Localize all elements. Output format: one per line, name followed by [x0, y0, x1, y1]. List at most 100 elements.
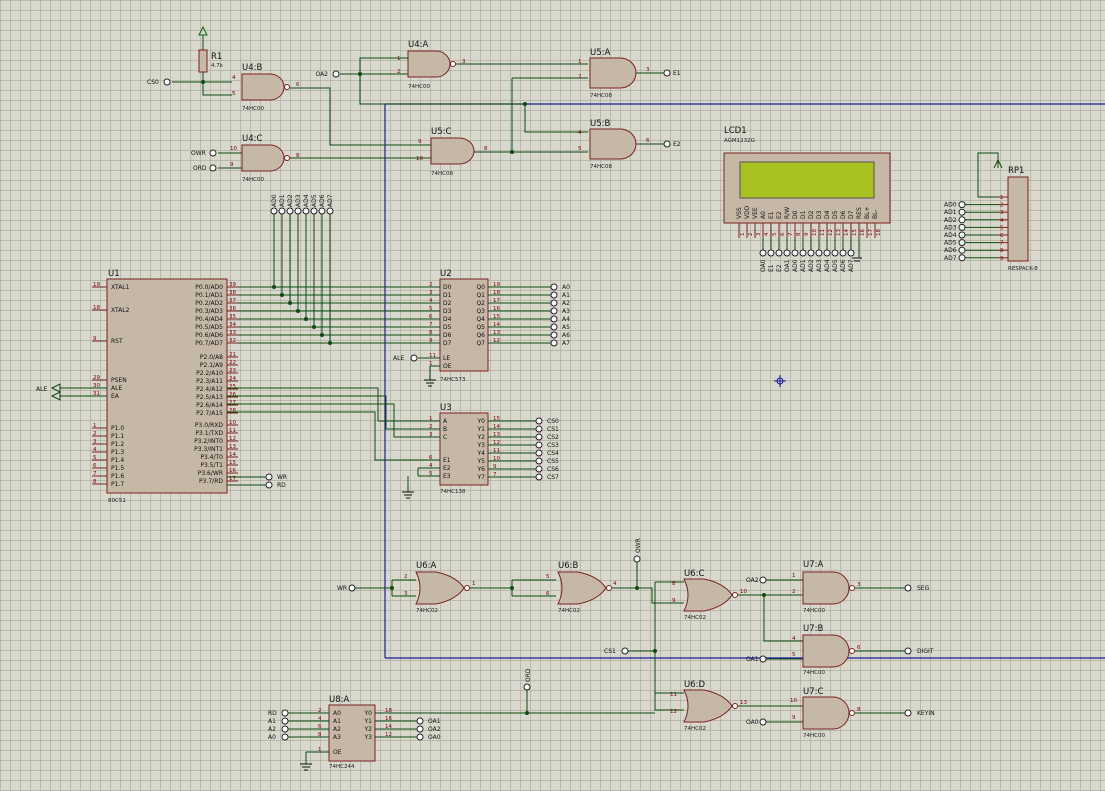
- ad-terminal[interactable]: [318, 207, 326, 215]
- u2-out-terminal[interactable]: [550, 291, 558, 299]
- lcd1-net-terminal[interactable]: [799, 249, 807, 257]
- u3-out-terminal[interactable]: [535, 417, 543, 425]
- u3-out-terminal[interactable]: [535, 465, 543, 473]
- u2-out-terminal[interactable]: [550, 299, 558, 307]
- u6b-gate[interactable]: U6:B 5 6 4 74HC02: [546, 561, 617, 614]
- u6a-gate[interactable]: U6:A 2 3 1 74HC02: [404, 561, 476, 614]
- ad-terminal[interactable]: [326, 207, 334, 215]
- lcd1-net-terminal[interactable]: [831, 249, 839, 257]
- u2-out-terminal[interactable]: [550, 307, 558, 315]
- u2-out-label: A0: [562, 284, 570, 291]
- u3-out-terminal[interactable]: [535, 441, 543, 449]
- u2-out-terminal[interactable]: [550, 331, 558, 339]
- u8a-in-terminal[interactable]: [281, 733, 289, 741]
- u7c-oa0-terminal[interactable]: [759, 718, 767, 726]
- u4a-gate[interactable]: U4:A 1 2 3 74HC00: [397, 40, 466, 90]
- owr-out-terminal[interactable]: [633, 555, 641, 563]
- lcd1-net-terminal[interactable]: [791, 249, 799, 257]
- u3-out-terminal[interactable]: [535, 425, 543, 433]
- lcd1-net-terminal[interactable]: [815, 249, 823, 257]
- u8a-out-terminal[interactable]: [416, 733, 424, 741]
- u6c-gate[interactable]: U6:C 8 9 10 74HC02: [672, 569, 747, 621]
- u5a-gate[interactable]: U5:A 1 2 3 74HC08: [578, 48, 650, 99]
- r1-resistor[interactable]: R1 4.7k: [198, 25, 224, 73]
- u8a-out-terminal[interactable]: [416, 725, 424, 733]
- ord-terminal[interactable]: [209, 164, 217, 172]
- rp1-net-terminal[interactable]: [958, 208, 966, 216]
- u4b-gate[interactable]: U4:B 4 5 6 74HC00: [232, 63, 300, 112]
- lcd1-net-terminal[interactable]: [783, 249, 791, 257]
- cs0-terminal[interactable]: [163, 78, 171, 86]
- lcd1-net-terminal[interactable]: [775, 249, 783, 257]
- u7c-gate[interactable]: U7:C 10 9 8 74HC00: [790, 687, 861, 739]
- u8a-in-terminal[interactable]: [281, 725, 289, 733]
- u4c-gate[interactable]: U4:C 10 9 8 74HC00: [230, 134, 300, 183]
- rp1-net-terminal[interactable]: [958, 246, 966, 254]
- lcd1-net-terminal[interactable]: [767, 249, 775, 257]
- rp1-net-terminal[interactable]: [958, 231, 966, 239]
- u2-out-terminal[interactable]: [550, 323, 558, 331]
- cs1-terminal[interactable]: [621, 647, 629, 655]
- u2-out-terminal[interactable]: [550, 315, 558, 323]
- wr-in-terminal[interactable]: [348, 584, 356, 592]
- ad-terminal[interactable]: [270, 207, 278, 215]
- u5b-gate[interactable]: U5:B 4 5 6 74HC08: [578, 119, 650, 170]
- u3-out-terminal[interactable]: [535, 433, 543, 441]
- u3-out-terminal[interactable]: [535, 473, 543, 481]
- lcd1-net-terminal[interactable]: [847, 249, 855, 257]
- oa2-terminal[interactable]: [332, 70, 340, 78]
- keyin-terminal[interactable]: [904, 709, 912, 717]
- rp1-net-terminal[interactable]: [958, 239, 966, 247]
- lcd1-pin-num: 3: [756, 232, 762, 236]
- rd-terminal[interactable]: [265, 481, 273, 489]
- ad-terminal[interactable]: [286, 207, 294, 215]
- rp1-net-terminal[interactable]: [958, 254, 966, 262]
- lcd1-net-terminal[interactable]: [823, 249, 831, 257]
- u3-input-wires: [227, 387, 440, 492]
- digit-terminal[interactable]: [904, 647, 912, 655]
- u5b-body: [589, 128, 637, 160]
- lcd1-pin-num: 17: [868, 229, 874, 236]
- u8a-in-terminal[interactable]: [281, 709, 289, 717]
- lcd1-net-terminal[interactable]: [807, 249, 815, 257]
- rp1-net-terminal[interactable]: [958, 223, 966, 231]
- rp1-net-terminal[interactable]: [958, 216, 966, 224]
- u2-pin-num: 1: [429, 361, 433, 367]
- wr-terminal[interactable]: [265, 473, 273, 481]
- u2-out-terminal[interactable]: [550, 283, 558, 291]
- owr-terminal[interactable]: [209, 149, 217, 157]
- ad-terminal[interactable]: [310, 207, 318, 215]
- e1-terminal[interactable]: [663, 69, 671, 77]
- u3-out-terminal[interactable]: [535, 457, 543, 465]
- u5c-gate[interactable]: U5:C 9 10 8 74HC08: [416, 127, 488, 177]
- seg-terminal[interactable]: [904, 584, 912, 592]
- u7b-oa1-terminal[interactable]: [759, 655, 767, 663]
- u8a-out-terminal[interactable]: [416, 717, 424, 725]
- u2-ale-terminal[interactable]: [410, 354, 418, 362]
- ad-terminal[interactable]: [294, 207, 302, 215]
- lcd1-display[interactable]: LCD1 AGM1232G VSS1VDD2VEE3A04E15E26R/W7D…: [723, 126, 891, 238]
- u7a-oa2-terminal[interactable]: [759, 576, 767, 584]
- u6d-gate[interactable]: U6:D 11 12 13 74HC02: [670, 680, 747, 732]
- u7b-gate[interactable]: U7:B 4 5 6 74HC00: [792, 624, 861, 676]
- rp1-net-terminal[interactable]: [958, 201, 966, 209]
- lcd1-net-terminal[interactable]: [839, 249, 847, 257]
- u3-pin-num: 4: [429, 463, 433, 469]
- ord-out-terminal[interactable]: [523, 683, 531, 691]
- ad-terminal[interactable]: [302, 207, 310, 215]
- e2-terminal[interactable]: [663, 140, 671, 148]
- u8a-in-terminal[interactable]: [281, 717, 289, 725]
- u7a-gate[interactable]: U7:A 1 2 3 74HC00: [792, 560, 861, 614]
- u3-out-terminal[interactable]: [535, 449, 543, 457]
- u2-out-terminal[interactable]: [550, 339, 558, 347]
- lcd1-net-terminal[interactable]: [759, 249, 767, 257]
- ad-terminal[interactable]: [278, 207, 286, 215]
